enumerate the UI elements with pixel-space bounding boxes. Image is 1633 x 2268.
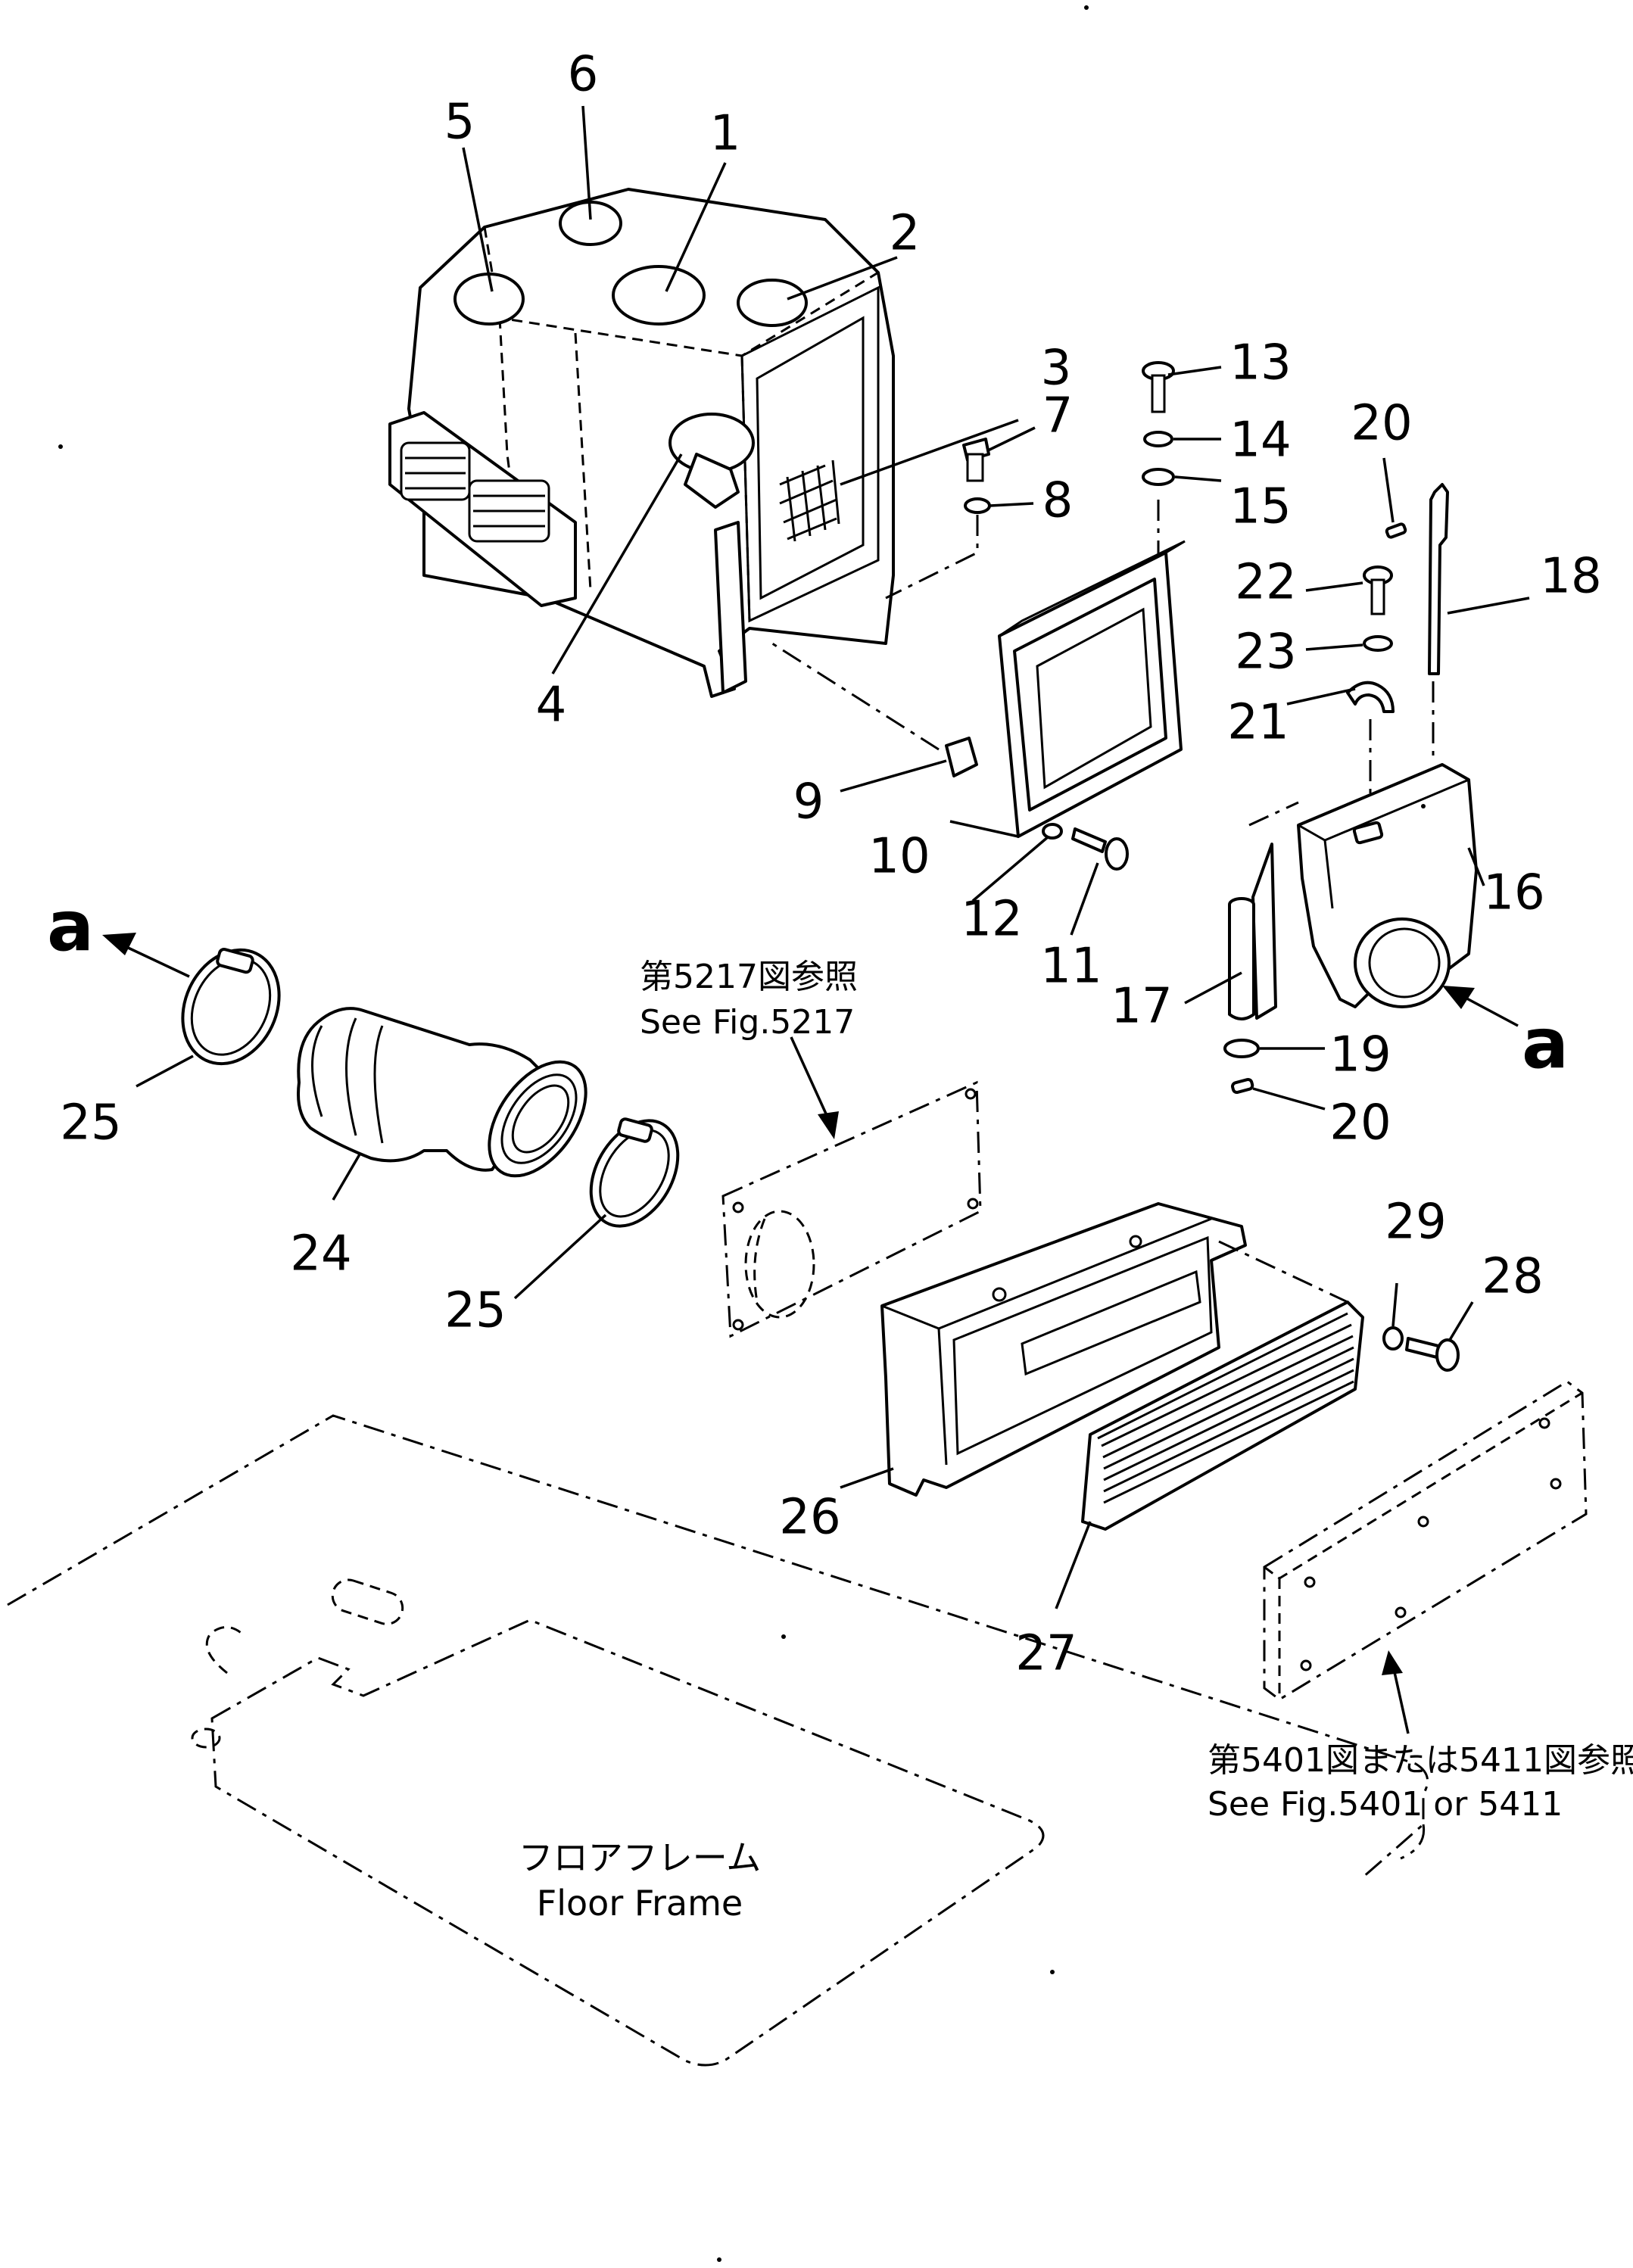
- label-part-13: 13: [1229, 335, 1291, 391]
- label-part-4: 4: [536, 678, 567, 734]
- label-floor-frame-jp: フロアフレーム: [519, 1837, 762, 1878]
- heater-core-mesh: [779, 460, 840, 542]
- label-part-6: 6: [568, 47, 599, 103]
- label-part-27: 27: [1015, 1626, 1077, 1682]
- label-part-14: 14: [1229, 413, 1291, 469]
- pin-20-bottom: [1231, 1077, 1254, 1095]
- label-part-25-left: 25: [60, 1095, 121, 1151]
- floor-round-hole: [205, 1626, 245, 1675]
- label-part-11: 11: [1040, 939, 1102, 995]
- floor-small-hole: [191, 1727, 221, 1749]
- hose-24: [297, 1007, 587, 1178]
- washer-29: [1382, 1326, 1404, 1351]
- label-part-2: 2: [890, 206, 921, 262]
- rod-18: [1428, 483, 1449, 675]
- scan-dots: [58, 5, 1426, 2262]
- pipe-opening-2: [737, 279, 808, 327]
- washer-19: [1223, 1039, 1260, 1058]
- label-part-20-top: 20: [1351, 396, 1412, 452]
- label-floor-frame-en: Floor Frame: [537, 1883, 743, 1924]
- duct-26: [880, 1202, 1247, 1497]
- label-part-28: 28: [1482, 1249, 1543, 1305]
- bolt-13: [1142, 361, 1175, 413]
- floor-slot-hole: [331, 1578, 404, 1625]
- ref-arrow-fig5401: [1382, 1650, 1410, 1734]
- leader-lines: [136, 105, 1530, 1609]
- bolt-22: [1363, 565, 1393, 615]
- label-part-3: 3: [1041, 341, 1072, 397]
- note-fig5217-jp: 第5217図参照: [640, 958, 858, 996]
- elbow-duct-16: [1297, 763, 1478, 1008]
- pin-20-top: [1385, 522, 1407, 539]
- spring-washer-14: [1143, 431, 1173, 447]
- washer-15: [1142, 468, 1175, 486]
- label-part-9: 9: [793, 774, 824, 830]
- label-part-22: 22: [1235, 555, 1296, 611]
- label-part-20-bottom: 20: [1329, 1095, 1391, 1151]
- label-part-1: 1: [710, 106, 741, 162]
- pipe-17: [1228, 843, 1277, 1020]
- label-part-25-right: 25: [444, 1283, 506, 1339]
- callout-a-left: a: [47, 886, 94, 967]
- clip-12: [1042, 823, 1063, 840]
- bracket-9: [945, 737, 978, 777]
- panel-fig5401: [1263, 1380, 1588, 1701]
- label-part-23: 23: [1235, 625, 1296, 681]
- washer-23: [1363, 635, 1393, 652]
- callout-arrow-left: [102, 933, 190, 978]
- note-fig5401-en: See Fig.5401 or 5411: [1208, 1785, 1563, 1824]
- label-part-24: 24: [290, 1226, 351, 1282]
- screw-28: [1405, 1337, 1460, 1372]
- label-part-15: 15: [1229, 479, 1291, 535]
- label-part-29: 29: [1385, 1195, 1446, 1251]
- label-part-7: 7: [1042, 388, 1074, 444]
- callout-arrow-right: [1442, 986, 1519, 1027]
- label-part-16: 16: [1483, 865, 1544, 921]
- pipe-opening-1: [612, 265, 706, 326]
- label-part-26: 26: [779, 1490, 840, 1546]
- ref-arrow-fig5217: [790, 1036, 839, 1139]
- label-part-21: 21: [1227, 695, 1289, 751]
- heater-unit-assembly: [388, 188, 895, 698]
- washer-8: [964, 497, 991, 514]
- hose-clamp-25-left: [181, 948, 281, 1066]
- label-part-17: 17: [1111, 979, 1172, 1035]
- note-fig5217-en: See Fig.5217: [640, 1003, 855, 1042]
- callout-a-right: a: [1522, 1003, 1569, 1084]
- grille-27: [1081, 1301, 1364, 1531]
- hose-clamp-25-right: [589, 1117, 680, 1228]
- bolt-7: [962, 438, 990, 482]
- label-part-10: 10: [868, 829, 930, 885]
- clamp-21: [1346, 681, 1395, 713]
- duct-frame-10: [998, 540, 1186, 838]
- label-part-12: 12: [961, 892, 1022, 948]
- label-part-8: 8: [1042, 473, 1074, 529]
- part-number-labels: 1 2 3 4 5 6 7 8 9 10 11 12 13 14 15 16 1…: [60, 47, 1601, 1682]
- label-part-19: 19: [1329, 1027, 1391, 1083]
- heater-front-vents: [388, 411, 577, 607]
- panel-fig5217: [721, 1080, 982, 1338]
- label-part-18: 18: [1540, 549, 1601, 605]
- note-fig5401-jp: 第5401図または5411図参照: [1208, 1741, 1633, 1780]
- floor-frame-outline: [7, 1414, 1429, 2067]
- label-part-5: 5: [444, 95, 475, 151]
- bolt-11: [1071, 827, 1129, 871]
- fitting-4: [668, 413, 755, 509]
